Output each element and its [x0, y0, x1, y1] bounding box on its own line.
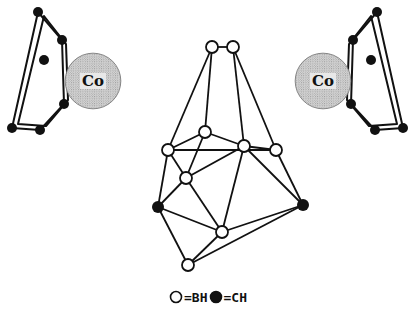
cp-ring-right-atoms: [346, 7, 408, 135]
legend-text: =CH: [224, 290, 247, 305]
legend-text: =BH: [184, 290, 207, 305]
legend: =BH =CH: [0, 289, 415, 305]
bh-vertices: [162, 41, 282, 271]
cage-bonds: [158, 47, 303, 265]
atom-symbol: Co: [310, 73, 336, 90]
cp-ring-left: [12, 12, 68, 130]
cp-ring-left-atoms: [7, 7, 69, 135]
cobalt-atom: Co: [64, 52, 122, 110]
atom-symbol: Co: [80, 73, 106, 90]
cobalt-atom: Co: [294, 52, 352, 110]
legend-sample: [208, 289, 224, 305]
legend-sample: [168, 289, 184, 305]
cp-ring-right: [347, 12, 403, 130]
ch-vertices: [152, 199, 309, 213]
